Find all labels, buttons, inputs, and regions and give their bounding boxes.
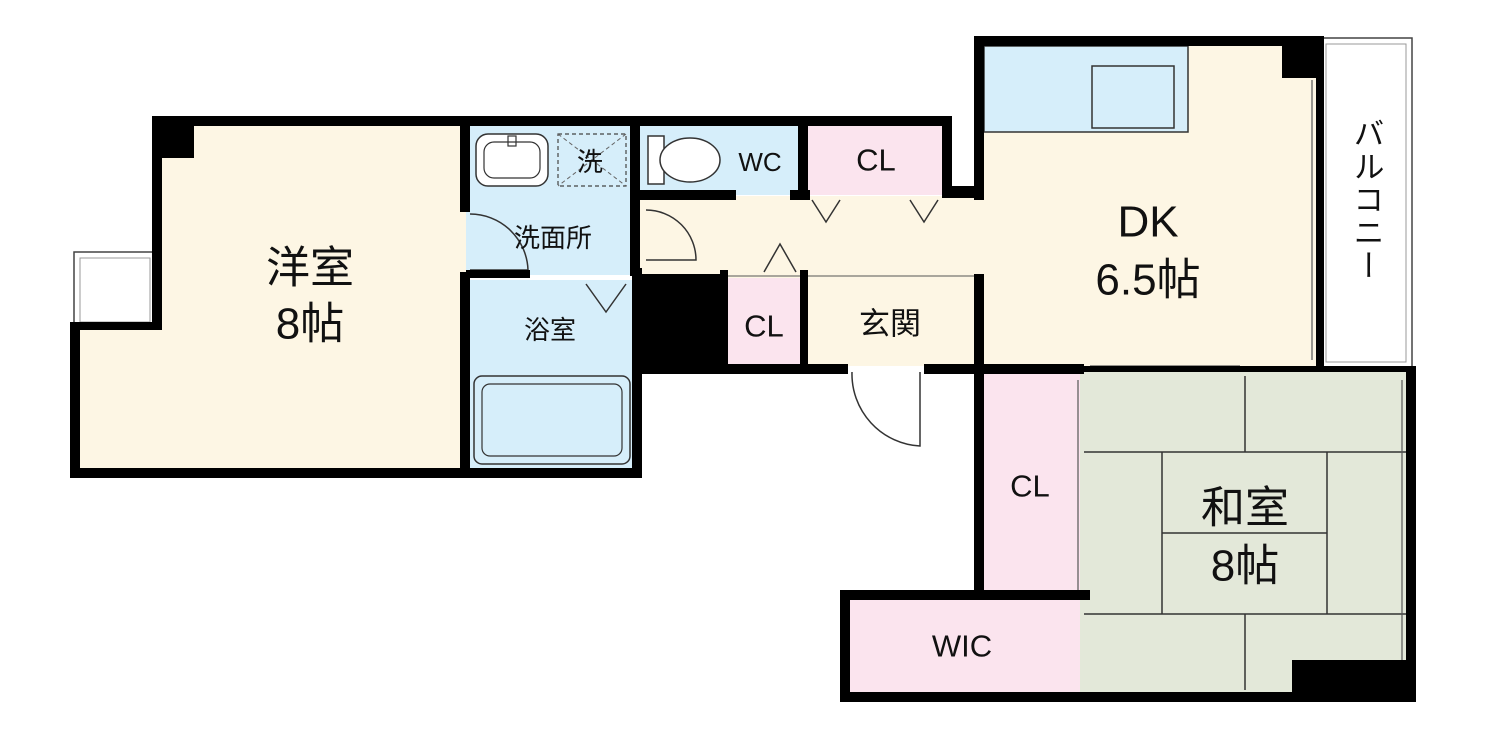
closet-top-floor [806,125,946,195]
closet-top-label: CL [856,143,896,178]
balcony-left [73,251,157,332]
hall-floor [640,196,980,278]
bath-label: 浴室 [524,315,576,345]
closet-side-label: CL [1010,469,1050,504]
wic-floor [846,598,1080,694]
japanese-room-name: 和室 [1201,484,1289,533]
balcony-label: バルコニー [1349,118,1384,283]
western-room-size: 8帖 [276,300,344,349]
entrance-floor [805,278,975,366]
washroom-label: 洗面所 [514,223,592,253]
tatami-mats [1084,376,1410,690]
closet-side-floor [980,372,1080,594]
dk-size: 6.5帖 [1095,256,1200,305]
bathtub-icon [473,375,631,465]
wc-label: WC [738,147,781,177]
western-room-name: 洋室 [266,244,354,293]
walls [70,36,1416,702]
sink-icon [475,133,549,187]
toilet-icon [647,135,721,185]
japanese-room-size: 8帖 [1211,542,1279,591]
washer-label: 洗 [577,147,603,177]
washer-icon [557,133,627,187]
dk-name: DK [1117,198,1178,247]
wic-label: WIC [932,629,992,664]
kitchen-counter [983,45,1189,133]
closet-mid-floor [725,278,805,366]
closet-mid-label: CL [744,309,784,344]
entrance-label: 玄関 [859,307,921,342]
western-room-floor [76,122,466,470]
